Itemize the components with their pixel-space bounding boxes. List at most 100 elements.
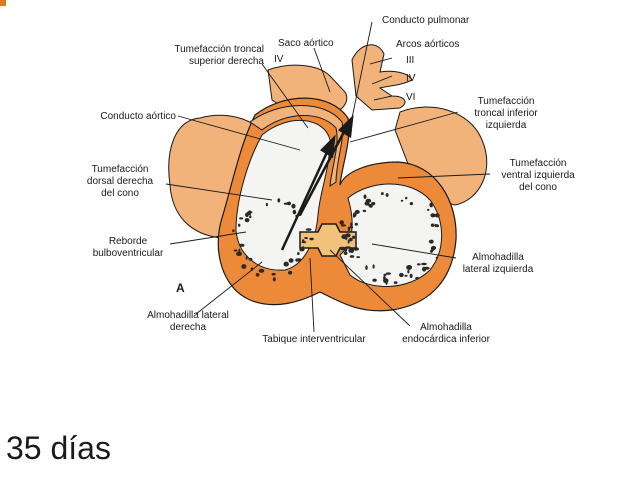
trabecula-speck [435,256,439,259]
trabecula-speck [345,233,351,238]
trabecula-speck [349,248,354,254]
trabecula-speck [365,265,368,270]
trabecula-speck [277,198,281,203]
label-almohadilla-endocardica-line2: endocárdica inferior [402,334,490,345]
trabecula-speck [288,258,294,263]
trabecula-speck [399,272,404,278]
trabecula-speck [353,247,359,251]
trabecula-speck [352,235,356,239]
trabecula-speck [283,202,289,205]
trabecula-speck [430,246,435,252]
label-saco-aortico: Saco aórtico [278,38,334,49]
label-tumefaccion-dorsal-line1: Tumefacción [92,164,149,175]
label-arcos-aorticos: Arcos aórticos [396,39,459,50]
trabecula-speck [364,201,370,206]
trabecula-speck [347,226,351,232]
label-tabique-interventricular: Tabique interventricular [262,334,366,345]
pulmonary-trunk [351,44,413,111]
trabecula-speck [305,228,312,231]
trabecula-speck [400,199,404,202]
trabecula-speck [255,273,260,277]
trabecula-speck [383,275,386,281]
trabecula-speck [372,264,375,269]
trabecula-speck [343,251,348,255]
trabecula-speck [350,222,353,227]
trabecula-speck [238,243,244,247]
heart-diagram: Conducto pulmonar Saco aórtico Arcos aór… [87,15,575,345]
ventricle-outer-rim [249,105,344,188]
arrow-shaft-right [280,149,330,251]
arrow-shaft-left [298,129,347,216]
caption-days: 35 días [6,430,111,466]
label-tumefaccion-ventral-line2: ventral izquierda [501,170,575,181]
trabecula-speck [368,203,373,207]
leader-lines [165,21,491,333]
trabecula-speck [354,222,358,226]
trabecula-speck [258,268,265,273]
trabecula-speck [265,202,268,207]
label-tumefaccion-troncal-superior-line1: Tumefacción troncal [174,44,264,55]
trabecula-speck [347,239,350,244]
corner-accent-bar [0,0,6,6]
trabecula-speck [244,218,250,223]
trabecula-speck [272,277,276,282]
trabecula-speck [241,264,247,269]
trabecula-speck [354,209,360,214]
label-tumefaccion-dorsal-line2: dorsal derecha [87,176,154,187]
label-tumefaccion-troncal-inferior-line3: izquierda [486,120,527,131]
trabecula-speck [245,212,249,217]
trabecula-speck [385,193,389,197]
trabecula-speck [435,224,439,228]
label-almohadilla-lateral-derecha-line1: Almohadilla lateral [147,310,229,321]
figure-letter: A [176,281,185,295]
label-tumefaccion-troncal-inferior-line2: troncal inferior [474,108,538,119]
label-arch-iv-right: IV [406,73,416,84]
label-arch-vi: VI [406,92,415,103]
trabecula-speck [291,203,296,209]
trabecula-speck [271,272,276,276]
label-almohadilla-lateral-izquierda-line2: lateral izquierda [463,264,534,275]
label-tumefaccion-ventral-line1: Tumefacción [510,158,567,169]
label-almohadilla-endocardica-line1: Almohadilla [420,322,472,333]
trabecula-speck [407,269,410,274]
label-conducto-pulmonar: Conducto pulmonar [382,15,470,26]
flow-arrows [280,114,354,251]
trabecula-speck [233,249,238,252]
trabecula-speck [385,281,388,285]
label-arch-iv-left: IV [274,54,284,65]
trabecula-speck [349,255,355,258]
label-conducto-aortico: Conducto aórtico [100,111,176,122]
label-tumefaccion-dorsal-line3: del cono [101,188,139,199]
trabecula-speck [385,272,391,275]
label-almohadilla-lateral-derecha-line2: derecha [170,322,207,333]
trabecula-speck [404,274,408,277]
trabecula-speck [297,252,300,256]
label-almohadilla-lateral-izquierda-line1: Almohadilla [472,252,524,263]
trabecula-speck [356,256,361,259]
trabecula-speck [245,256,248,260]
trabecula-speck [409,265,412,268]
trabecula-speck [427,208,430,212]
trabecula-speck [428,239,434,244]
heart-body [168,44,488,312]
trabecula-speck [286,201,292,206]
trabecula-speck [292,209,297,215]
trabecula-speck [232,229,235,233]
trabecula-speck [362,209,367,213]
trabecula-speck [340,224,347,227]
trabecula-speck [416,263,421,266]
trabecula-speck [345,246,351,249]
arrow-head-right [319,134,336,159]
label-tumefaccion-troncal-inferior-line1: Tumefacción [478,96,535,107]
trabecula-speck [247,211,253,214]
trabecula-speck [380,192,384,196]
trabecula-speck [383,273,387,276]
trabecula-speck [283,261,289,267]
trabecula-speck [236,253,242,256]
label-arch-iii: III [406,55,414,66]
trabecula-speck [239,217,244,220]
trabecula-speck [393,281,398,284]
trabecula-speck [352,212,356,218]
arrow-head-left [337,114,354,139]
diagram-labels: Conducto pulmonar Saco aórtico Arcos aór… [87,15,575,345]
